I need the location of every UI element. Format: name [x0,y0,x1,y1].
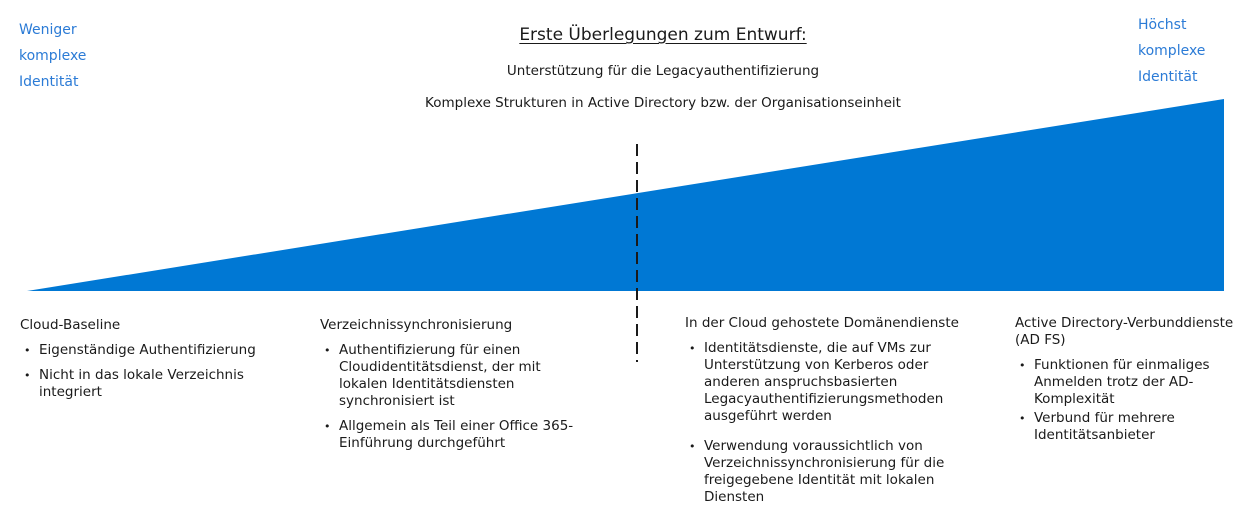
option-bullet: Identitätsdienste, die auf VMs zur Unter… [685,340,985,425]
low-complexity-label-line: Identität [19,74,79,90]
option-cloud-baseline: Cloud-Baseline Eigenständige Authentifiz… [20,317,290,409]
option-bullet: Funktionen für einmaliges Anmelden trotz… [1015,357,1240,408]
complexity-wedge-diagram [27,99,1224,362]
low-complexity-label-line: komplexe [19,48,87,64]
option-cloud-hosted-domain-services: In der Cloud gehostete Domänendienste Id… [685,315,985,519]
option-bullet: Authentifizierung für einen Cloudidentit… [320,342,580,410]
complexity-wedge [27,99,1224,291]
option-heading: Verzeichnissynchronisierung [320,317,513,333]
option-ad-fs: Active Directory-Verbunddienste (AD FS) … [1015,315,1240,446]
high-complexity-label-line: komplexe [1138,43,1206,59]
design-consideration: Unterstützung für die Legacyauthentifizi… [506,63,820,79]
high-complexity-label-line: Höchst [1138,17,1187,33]
option-bullet: Verbund für mehrere Identitätsanbieter [1015,410,1240,444]
option-bullet: Eigenständige Authentifizierung [20,342,290,359]
design-consideration: Komplexe Strukturen in Active Directory … [425,95,901,111]
option-heading: Active Directory-Verbunddienste (AD FS) [1015,315,1234,348]
option-heading: In der Cloud gehostete Domänendienste [685,315,959,331]
option-bullet: Allgemein als Teil einer Office 365-Einf… [320,418,580,452]
diagram-title: Erste Überlegungen zum Entwurf: [519,25,807,45]
option-directory-sync: Verzeichnissynchronisierung Authentifizi… [320,317,580,460]
option-bullet: Nicht in das lokale Verzeichnis integrie… [20,367,290,401]
low-complexity-label: Weniger komplexe Identität [19,17,129,95]
high-complexity-label: Höchst komplexe Identität [1138,12,1238,90]
option-heading: Cloud-Baseline [20,317,121,333]
low-complexity-label-line: Weniger [19,22,77,38]
high-complexity-label-line: Identität [1138,69,1198,85]
option-bullet: Verwendung voraussichtlich von Verzeichn… [685,438,985,506]
